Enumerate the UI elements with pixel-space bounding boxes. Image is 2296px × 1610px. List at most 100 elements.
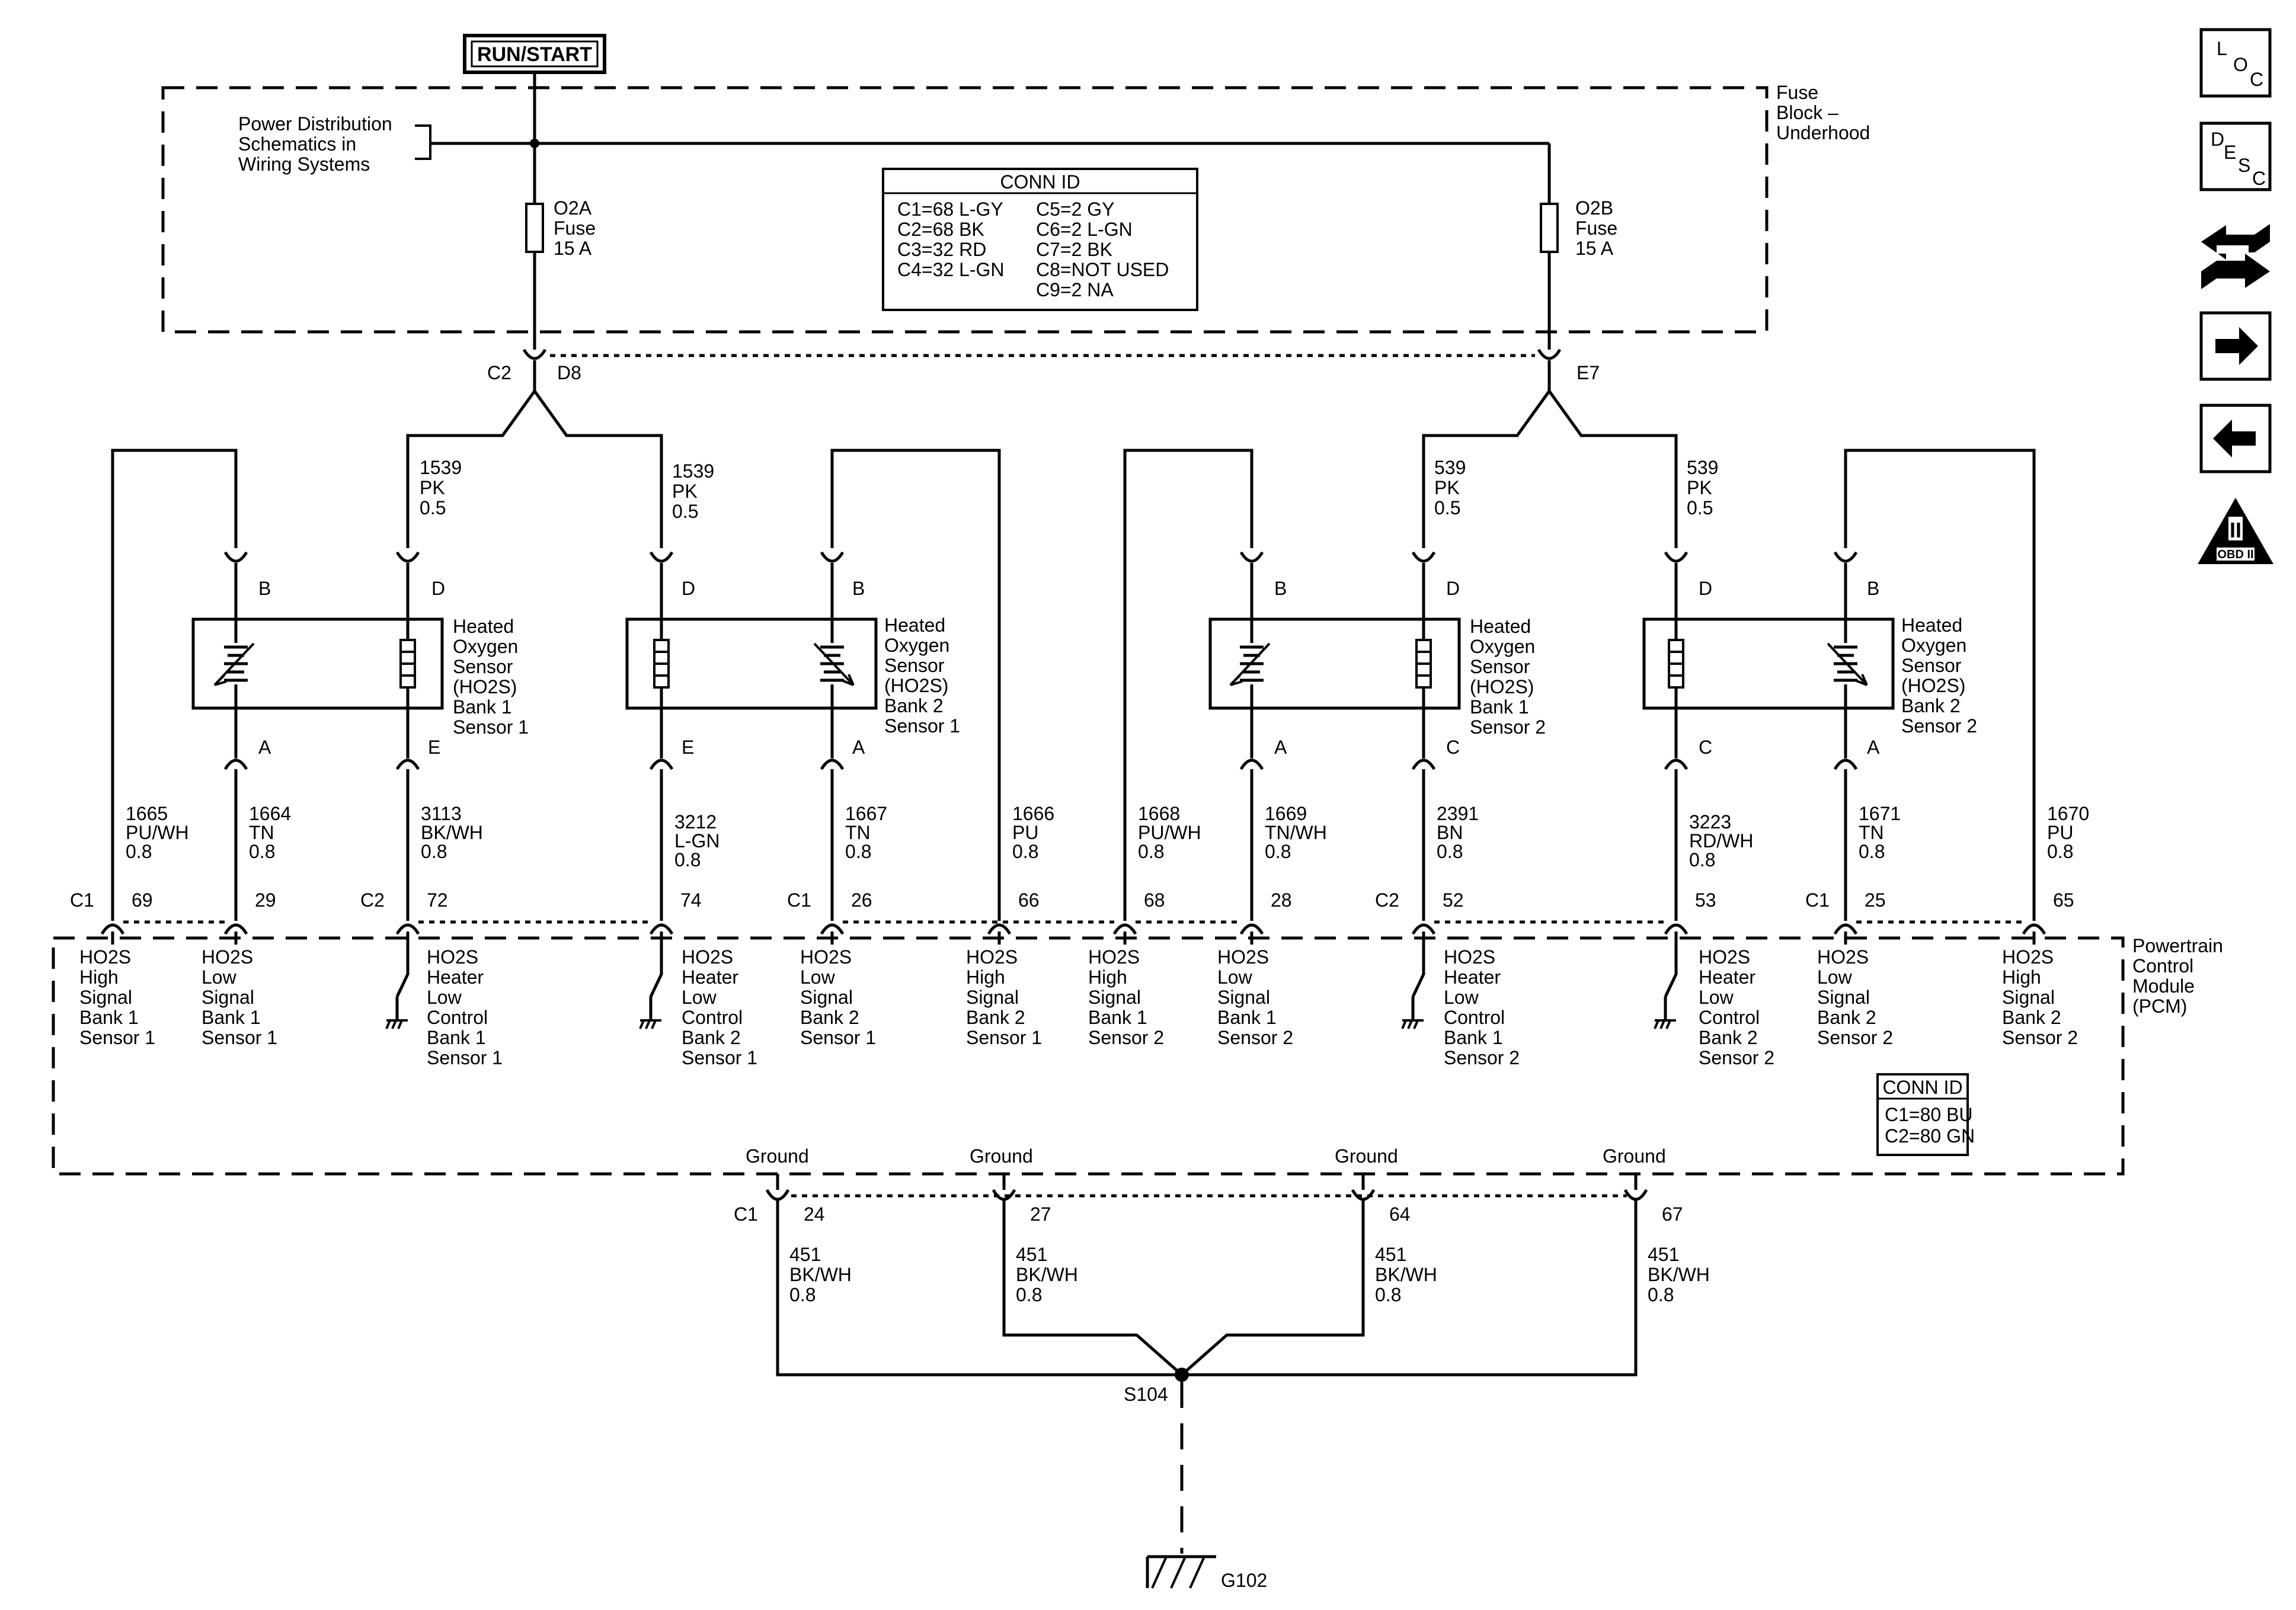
power-distribution-reference: Power Distribution Schematics in Wiring … xyxy=(238,113,1549,175)
pcm-function-label: Low xyxy=(1699,987,1734,1008)
wire-label: 3223 xyxy=(1689,811,1731,833)
signal-loop-bank1-sensor1 xyxy=(111,449,238,905)
pcm-function-label: Signal xyxy=(202,987,254,1008)
pcm-function-label: HO2S xyxy=(1088,946,1140,968)
splice-s104-dot xyxy=(1175,1368,1189,1382)
svg-text:Sensor: Sensor xyxy=(1901,655,1962,676)
ground-wire-label: 451 xyxy=(1648,1244,1679,1265)
fuse-block-label: Fuse Block – Underhood xyxy=(1776,82,1870,143)
svg-text:E: E xyxy=(682,737,694,758)
svg-text:Module: Module xyxy=(2132,975,2195,997)
wire-label: 1671 xyxy=(1859,803,1901,824)
wire-label: PU/WH xyxy=(126,822,189,843)
svg-text:E: E xyxy=(2224,142,2236,163)
fuse-block-connector-c2-d8: C2 D8 xyxy=(487,348,581,391)
svg-text:E: E xyxy=(428,737,440,758)
pcm-function-label: High xyxy=(1088,966,1127,988)
ground-wire-label: 0.8 xyxy=(1375,1284,1401,1305)
wire-label: 0.8 xyxy=(126,841,152,862)
pcm-connector-label: C1 xyxy=(70,889,94,911)
pcm-connector-label: C1 xyxy=(1805,889,1830,911)
sensor-bank1-sensor2: B D A C Heated Oxygen Sensor (HO2S) Bank… xyxy=(1208,551,1546,770)
pin-number: 68 xyxy=(1144,889,1165,911)
wrench-cycle-icon[interactable] xyxy=(2201,224,2270,289)
wire-label: 1664 xyxy=(249,803,291,824)
sensor-bank2-sensor2: D B C A Heated Oxygen Sensor (HO2S) Bank… xyxy=(1642,551,1977,770)
svg-text:Block –: Block – xyxy=(1776,102,1838,123)
pcm-function-label: HO2S xyxy=(2002,946,2054,968)
pcm-function-label: Low xyxy=(1817,966,1853,988)
svg-text:Sensor: Sensor xyxy=(1470,656,1530,677)
svg-text:CONN ID: CONN ID xyxy=(1000,171,1080,193)
pcm-connector-label: C2 xyxy=(1375,889,1399,911)
pcm-function-label: Sensor 2 xyxy=(2002,1027,2078,1048)
wire-label: L-GN xyxy=(674,830,720,852)
pcm-function-label: Sensor 1 xyxy=(966,1027,1042,1048)
svg-text:OBD II: OBD II xyxy=(2217,548,2253,561)
ground-harness-outer xyxy=(776,1209,1638,1377)
pcm-function-label: Bank 2 xyxy=(800,1007,859,1028)
pin-number: 74 xyxy=(680,889,702,911)
wire-label: 3212 xyxy=(674,811,717,833)
ground-label: Ground xyxy=(1603,1145,1666,1167)
pcm-function-label: Signal xyxy=(2002,987,2055,1008)
wire-label: 3113 xyxy=(421,803,462,824)
feed-wire-bank1-sensor1 xyxy=(406,390,536,548)
wire-label: RD/WH xyxy=(1689,830,1753,852)
wire-label: 1667 xyxy=(845,803,887,824)
pcm-function-label: Bank 1 xyxy=(202,1007,261,1028)
svg-text:Oxygen: Oxygen xyxy=(1470,636,1535,657)
svg-text:Oxygen: Oxygen xyxy=(884,635,949,656)
svg-text:Power Distribution: Power Distribution xyxy=(238,113,392,135)
pcm-function-label: Bank 1 xyxy=(1088,1007,1147,1028)
signal-loop-bank1-sensor2 xyxy=(1123,449,1253,905)
svg-text:Bank 1: Bank 1 xyxy=(453,696,512,718)
desc-icon[interactable]: D E S C xyxy=(2199,121,2272,191)
obd-ii-icon[interactable]: OBD II II xyxy=(2198,498,2273,564)
pcm-function-label: Heater xyxy=(1444,966,1501,988)
svg-text:A: A xyxy=(1274,737,1287,758)
svg-text:Fuse: Fuse xyxy=(1575,217,1617,239)
pin-number: 65 xyxy=(2053,889,2074,911)
pcm-function-label: HO2S xyxy=(800,946,852,968)
svg-text:C1=68 L-GY: C1=68 L-GY xyxy=(897,199,1003,220)
svg-text:B: B xyxy=(1867,578,1879,599)
svg-text:C8=NOT USED: C8=NOT USED xyxy=(1036,259,1169,280)
ground-pin-number: 24 xyxy=(804,1204,825,1225)
svg-text:C6=2 L-GN: C6=2 L-GN xyxy=(1036,219,1133,240)
svg-text:Sensor: Sensor xyxy=(453,656,513,677)
svg-text:PK: PK xyxy=(420,477,445,498)
svg-text:Powertrain: Powertrain xyxy=(2132,935,2223,956)
pcm-label: Powertrain Control Module (PCM) xyxy=(2132,935,2223,1017)
pcm-function-label: High xyxy=(79,966,119,988)
wire-label: PU xyxy=(2047,822,2073,843)
pcm-function-label: Bank 1 xyxy=(1444,1027,1503,1048)
pcm-function-label: Sensor 2 xyxy=(1217,1027,1293,1048)
pcm-function-label: Sensor 1 xyxy=(202,1027,277,1048)
pcm-function-label: Control xyxy=(1699,1007,1760,1028)
loc-icon[interactable]: L O C xyxy=(2199,28,2272,98)
ground-wire-label: 0.8 xyxy=(1648,1284,1674,1305)
pcm-function-label: Low xyxy=(682,987,717,1008)
ground-wire-label: BK/WH xyxy=(1375,1264,1437,1285)
pcm-connector-label: C2 xyxy=(360,889,385,911)
pcm-function-label: Low xyxy=(202,966,237,988)
wire-label: 0.8 xyxy=(1689,849,1715,870)
pcm-function-label: High xyxy=(966,966,1005,988)
pin-number: 69 xyxy=(132,889,153,911)
pcm-function-label: Sensor 2 xyxy=(1817,1027,1893,1048)
previous-page-icon[interactable] xyxy=(2199,404,2272,473)
next-page-icon[interactable] xyxy=(2199,311,2272,381)
sensor-bank1-sensor1: B D A E Heated Oxygen Sensor (HO2S) Bank… xyxy=(191,551,529,770)
svg-text:(HO2S): (HO2S) xyxy=(884,675,948,696)
pcm-function-label: Sensor 1 xyxy=(682,1047,757,1068)
svg-text:B: B xyxy=(258,578,271,599)
svg-text:Sensor: Sensor xyxy=(884,655,945,676)
svg-text:Sensor 2: Sensor 2 xyxy=(1901,715,1977,737)
